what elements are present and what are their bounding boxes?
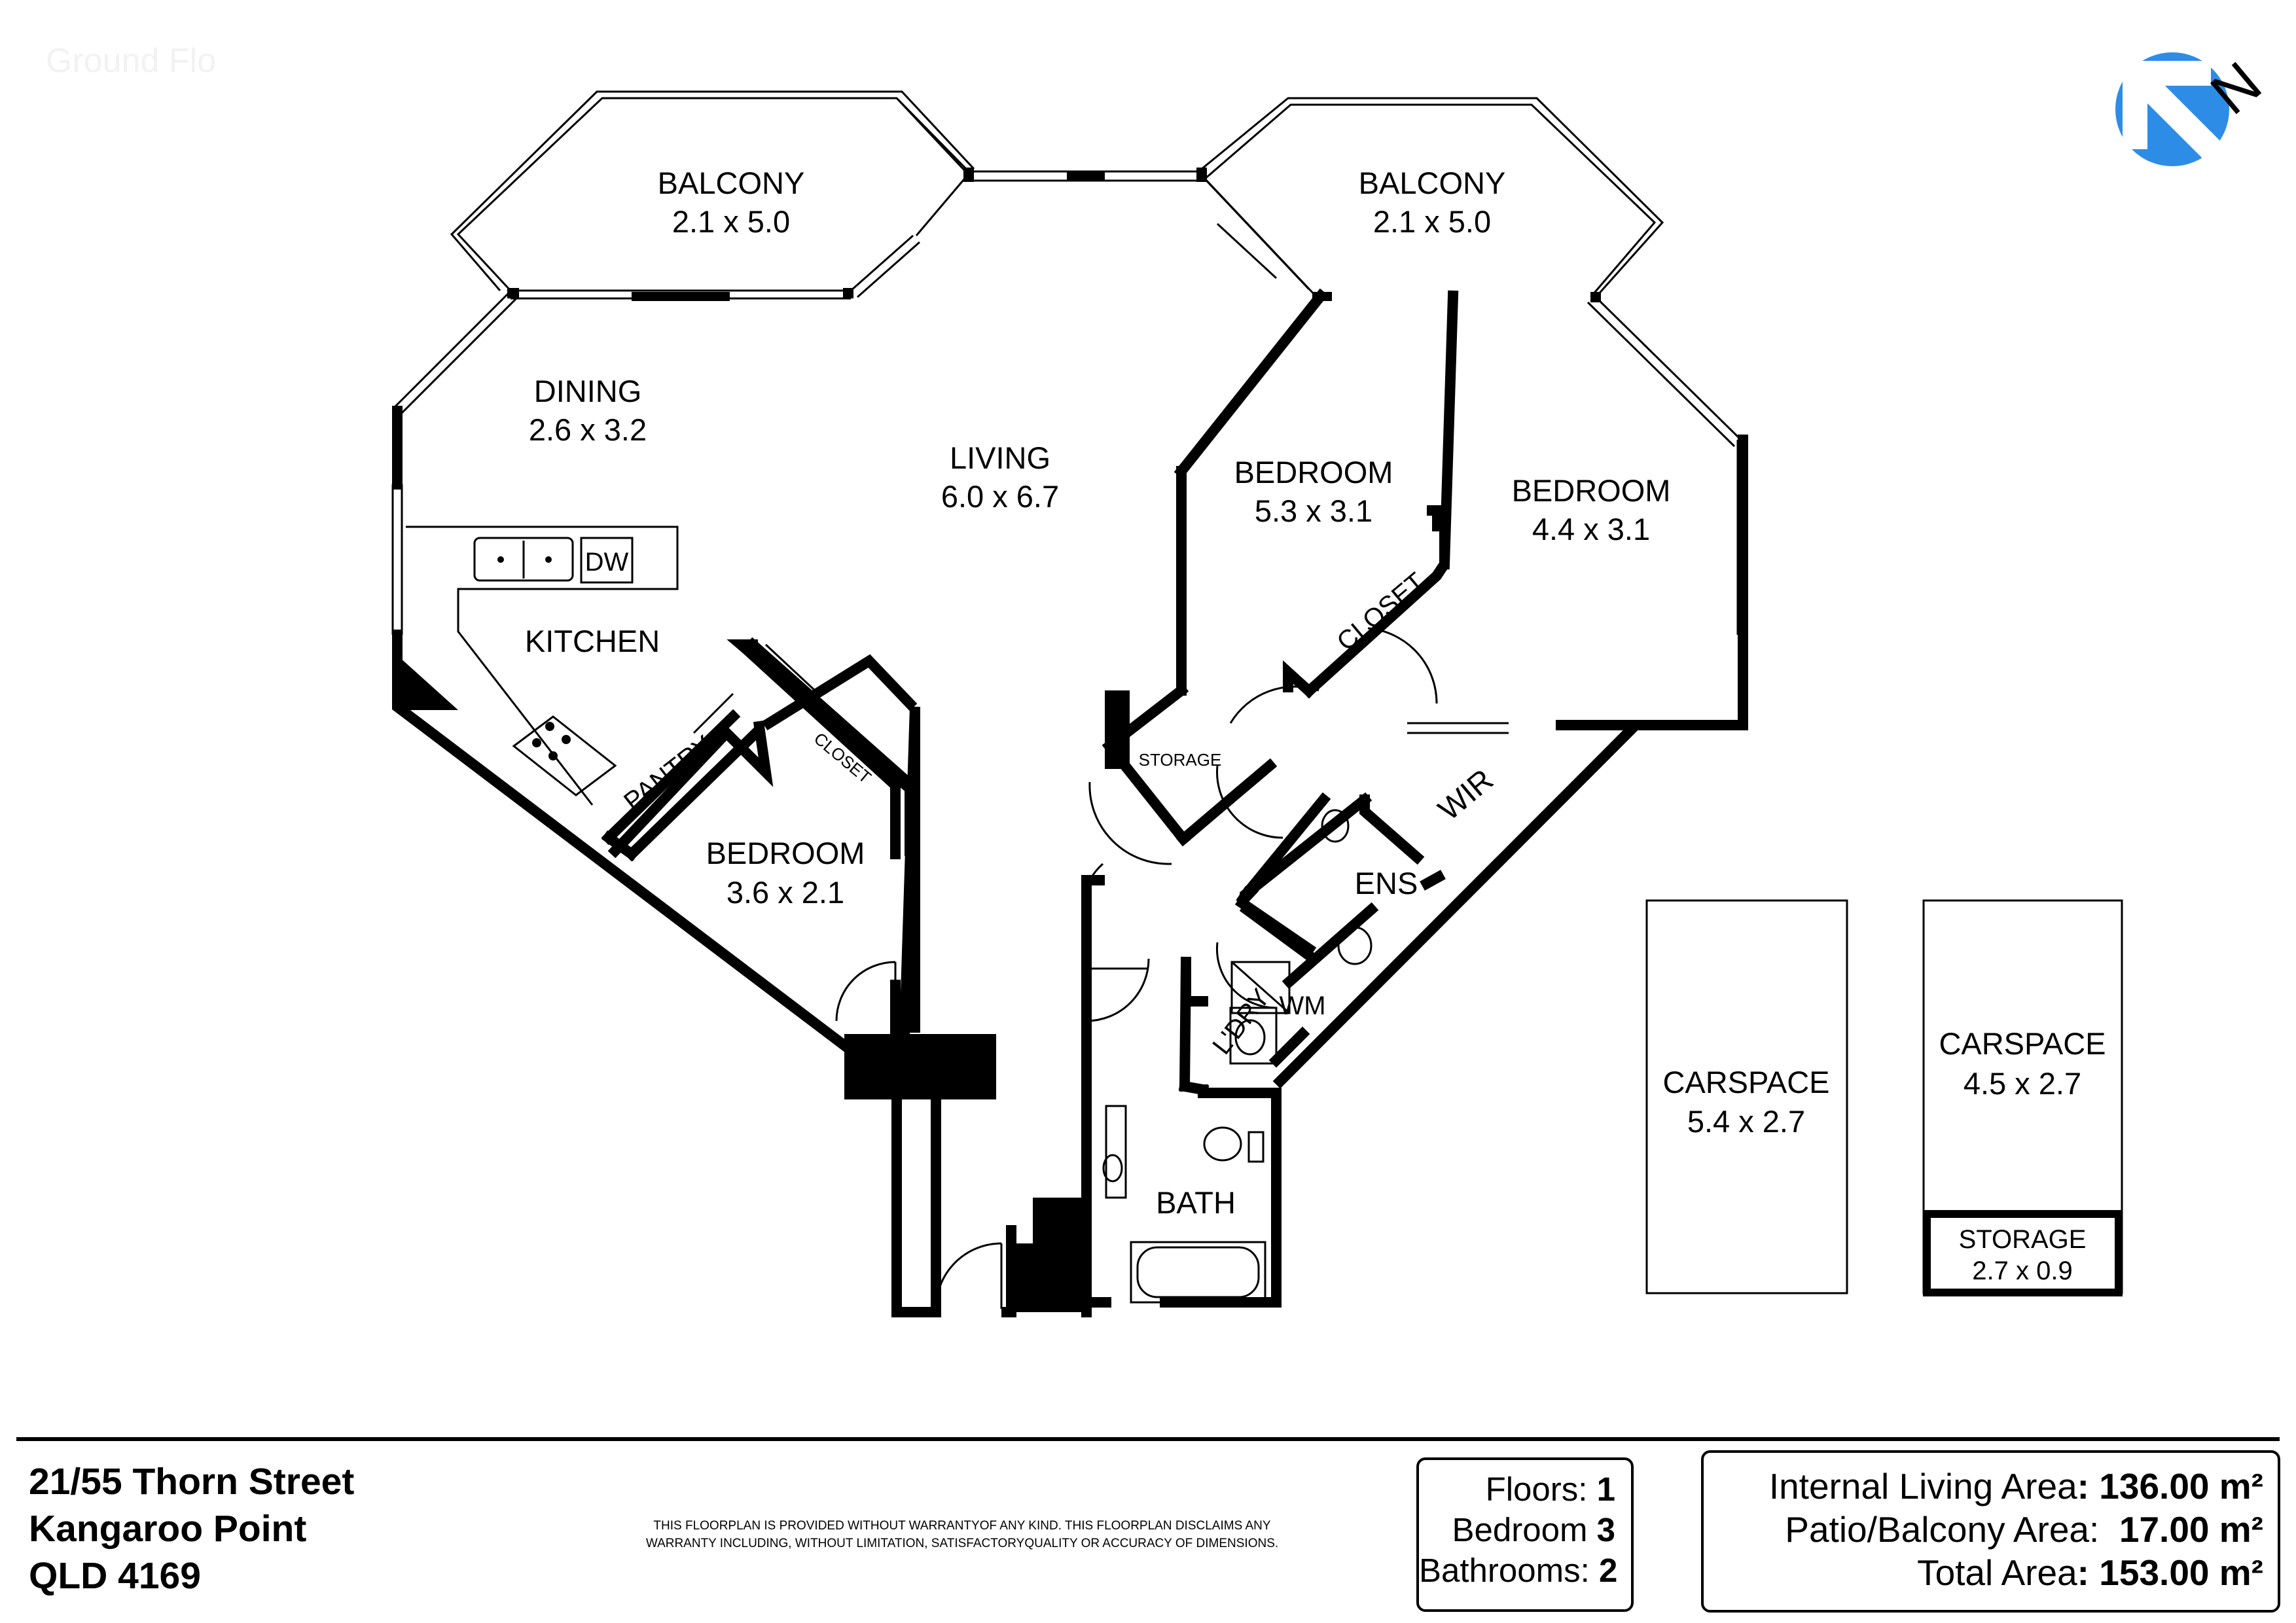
- area-summary-box: Internal Living Area: 136.00 m² Patio/Ba…: [1701, 1450, 2280, 1613]
- floors-value: 1: [1596, 1471, 1615, 1508]
- pantry-label: PANTRY: [619, 730, 718, 816]
- patio-area-stat: Patio/Balcony Area: 17.00 m²: [1704, 1508, 2263, 1551]
- kitchen-bench: [406, 526, 679, 806]
- balcony-right-dims: 2.1 x 5.0: [1373, 204, 1491, 239]
- walls: [392, 288, 1748, 1317]
- dining-name: DINING: [534, 374, 642, 408]
- address-line-1: 21/55 Thorn Street: [29, 1461, 355, 1503]
- floor-label: Ground Flo: [46, 42, 216, 80]
- carspace1-name: CARSPACE: [1662, 1065, 1829, 1099]
- internal-area-stat: Internal Living Area: 136.00 m²: [1704, 1465, 2263, 1508]
- bathrooms-value: 2: [1598, 1552, 1618, 1589]
- bath-label: BATH: [1156, 1185, 1236, 1220]
- laundry-label: L'DRY: [1207, 984, 1276, 1060]
- cooktop-icon: [532, 722, 571, 760]
- dining-dims: 2.6 x 3.2: [529, 412, 647, 447]
- carspace1-dims: 5.4 x 2.7: [1687, 1104, 1805, 1139]
- footer-divider: [16, 1437, 2280, 1441]
- address-line-3: QLD 4169: [29, 1555, 201, 1597]
- car-storage-dims: 2.7 x 0.9: [1972, 1257, 2072, 1285]
- room-counts-box: Floors: 1 Bedroom 3 Bathrooms: 2: [1416, 1457, 1634, 1612]
- bedroom-mid-name: BEDROOM: [1234, 455, 1393, 490]
- wir-label: WIR: [1431, 762, 1499, 827]
- bedroom-label: Bedroom: [1452, 1511, 1597, 1548]
- floors-stat: Floors: 1: [1419, 1469, 1615, 1510]
- sink-icon: [497, 556, 552, 563]
- floors-label: Floors:: [1485, 1471, 1597, 1508]
- property-address: 21/55 Thorn Street Kangaroo Point QLD 41…: [29, 1458, 354, 1599]
- internal-area-label: Internal Living Area: [1768, 1466, 2077, 1507]
- car-storage-name: STORAGE: [1959, 1225, 2087, 1254]
- balcony-left-dims: 2.1 x 5.0: [672, 204, 790, 239]
- total-area-label: Total Area: [1917, 1552, 2077, 1593]
- kitchen-name: KITCHEN: [525, 624, 660, 658]
- ens-label: ENS: [1355, 866, 1418, 901]
- bedroom-right-name: BEDROOM: [1512, 473, 1671, 508]
- total-area-stat: Total Area: 153.00 m²: [1704, 1551, 2263, 1594]
- closet-right-label: CLOSET: [1332, 567, 1431, 657]
- dw-label: DW: [585, 548, 629, 577]
- balcony-right: [1197, 97, 1664, 296]
- bathrooms-stat: Bathrooms: 2: [1419, 1550, 1618, 1591]
- carspace2-dims: 4.5 x 2.7: [1964, 1066, 2081, 1101]
- disclaimer: THIS FLOORPLAN IS PROVIDED WITHOUT WARRA…: [609, 1517, 1316, 1552]
- bathrooms-label: Bathrooms:: [1419, 1552, 1599, 1589]
- balcony-left-name: BALCONY: [658, 166, 805, 200]
- north-compass-icon: N: [2115, 50, 2274, 166]
- solid-columns: [393, 510, 1444, 1312]
- patio-area-label: Patio/Balcony Area:: [1785, 1509, 2100, 1550]
- bedroom-value: 3: [1596, 1511, 1615, 1548]
- carspace2-name: CARSPACE: [1939, 1026, 2106, 1061]
- wm-label: WM: [1279, 991, 1325, 1020]
- bedroom-mid-dims: 5.3 x 3.1: [1255, 493, 1372, 528]
- patio-area-value: 17.00 m²: [2099, 1509, 2263, 1550]
- door-swings: [692, 627, 1509, 1310]
- carspaces: [1645, 899, 2123, 1296]
- bedroom-small-name: BEDROOM: [706, 836, 865, 870]
- internal-area-value: : 136.00 m²: [2077, 1466, 2263, 1507]
- disclaimer-line-1: THIS FLOORPLAN IS PROVIDED WITHOUT WARRA…: [653, 1519, 1271, 1533]
- living-name: LIVING: [950, 440, 1050, 475]
- disclaimer-line-2: WARRANTY INCLUDING, WITHOUT LIMITATION, …: [645, 1537, 1279, 1550]
- bedroom-stat: Bedroom 3: [1419, 1510, 1615, 1550]
- bathroom-fixtures: [1102, 809, 1372, 1304]
- living-dims: 6.0 x 6.7: [941, 479, 1059, 514]
- storage-label: STORAGE: [1139, 750, 1222, 770]
- bedroom-right-dims: 4.4 x 3.1: [1532, 512, 1650, 546]
- balcony-right-name: BALCONY: [1359, 166, 1506, 200]
- total-area-value: : 153.00 m²: [2077, 1552, 2263, 1593]
- bedroom-small-dims: 3.6 x 2.1: [726, 875, 844, 910]
- address-line-2: Kangaroo Point: [29, 1508, 307, 1550]
